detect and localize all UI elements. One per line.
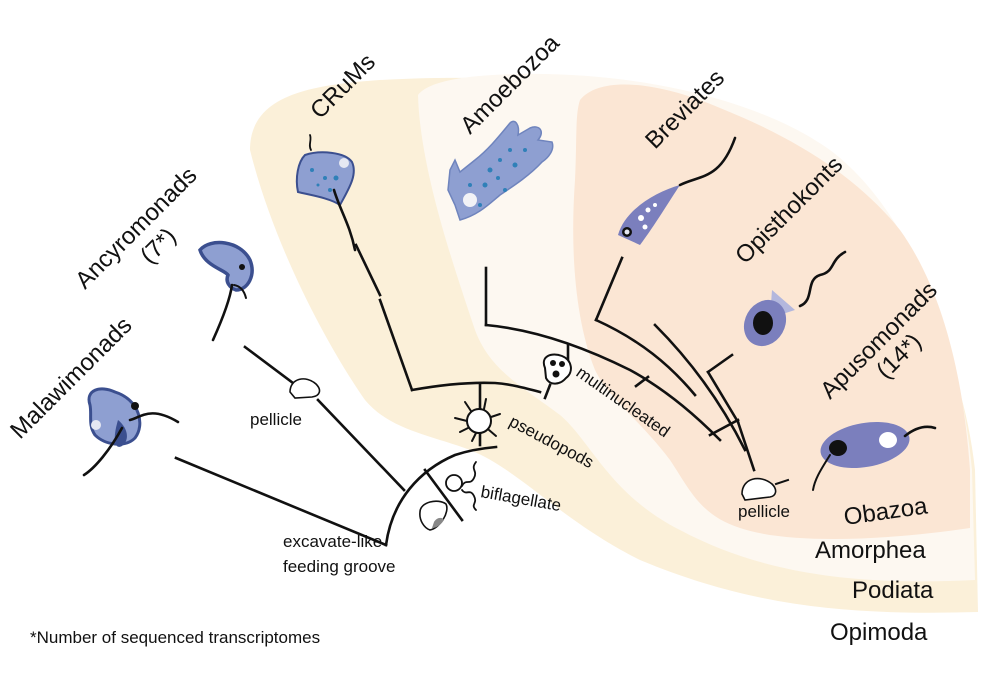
trait-label-feeding-groove-1: excavate-like [283, 532, 382, 551]
opisthokont-cell-icon [743, 250, 847, 347]
pellicle-icon [289, 378, 321, 399]
trait-label-feeding-groove-2: feeding groove [283, 557, 395, 576]
amoebozoa-cell-icon [447, 120, 554, 221]
clade-label-amorphea: Amorphea [815, 537, 926, 564]
biflagellate-icon [445, 461, 477, 511]
trait-label-pellicle-obazoa: pellicle [738, 502, 790, 521]
clade-label-podiata: Podiata [852, 577, 934, 604]
pellicle-icon [741, 477, 790, 501]
malawimonad-cell-icon [82, 387, 180, 477]
breviate-cell-icon [618, 136, 737, 245]
clade-label-opimoda: Opimoda [830, 619, 928, 646]
footnote: *Number of sequenced transcriptomes [30, 628, 320, 647]
feeding-groove-icon [419, 500, 448, 531]
trait-label-pellicle: pellicle [250, 410, 302, 429]
multinucleate-cell-icon [542, 353, 572, 385]
taxon-label-ancyromonads: Ancyromonads [70, 162, 202, 294]
ancyromonad-cell-icon [198, 240, 254, 342]
crums-cell-icon [295, 134, 357, 252]
pseudopod-cell-icon [454, 398, 501, 442]
apusomonad-cell-icon [812, 421, 937, 491]
